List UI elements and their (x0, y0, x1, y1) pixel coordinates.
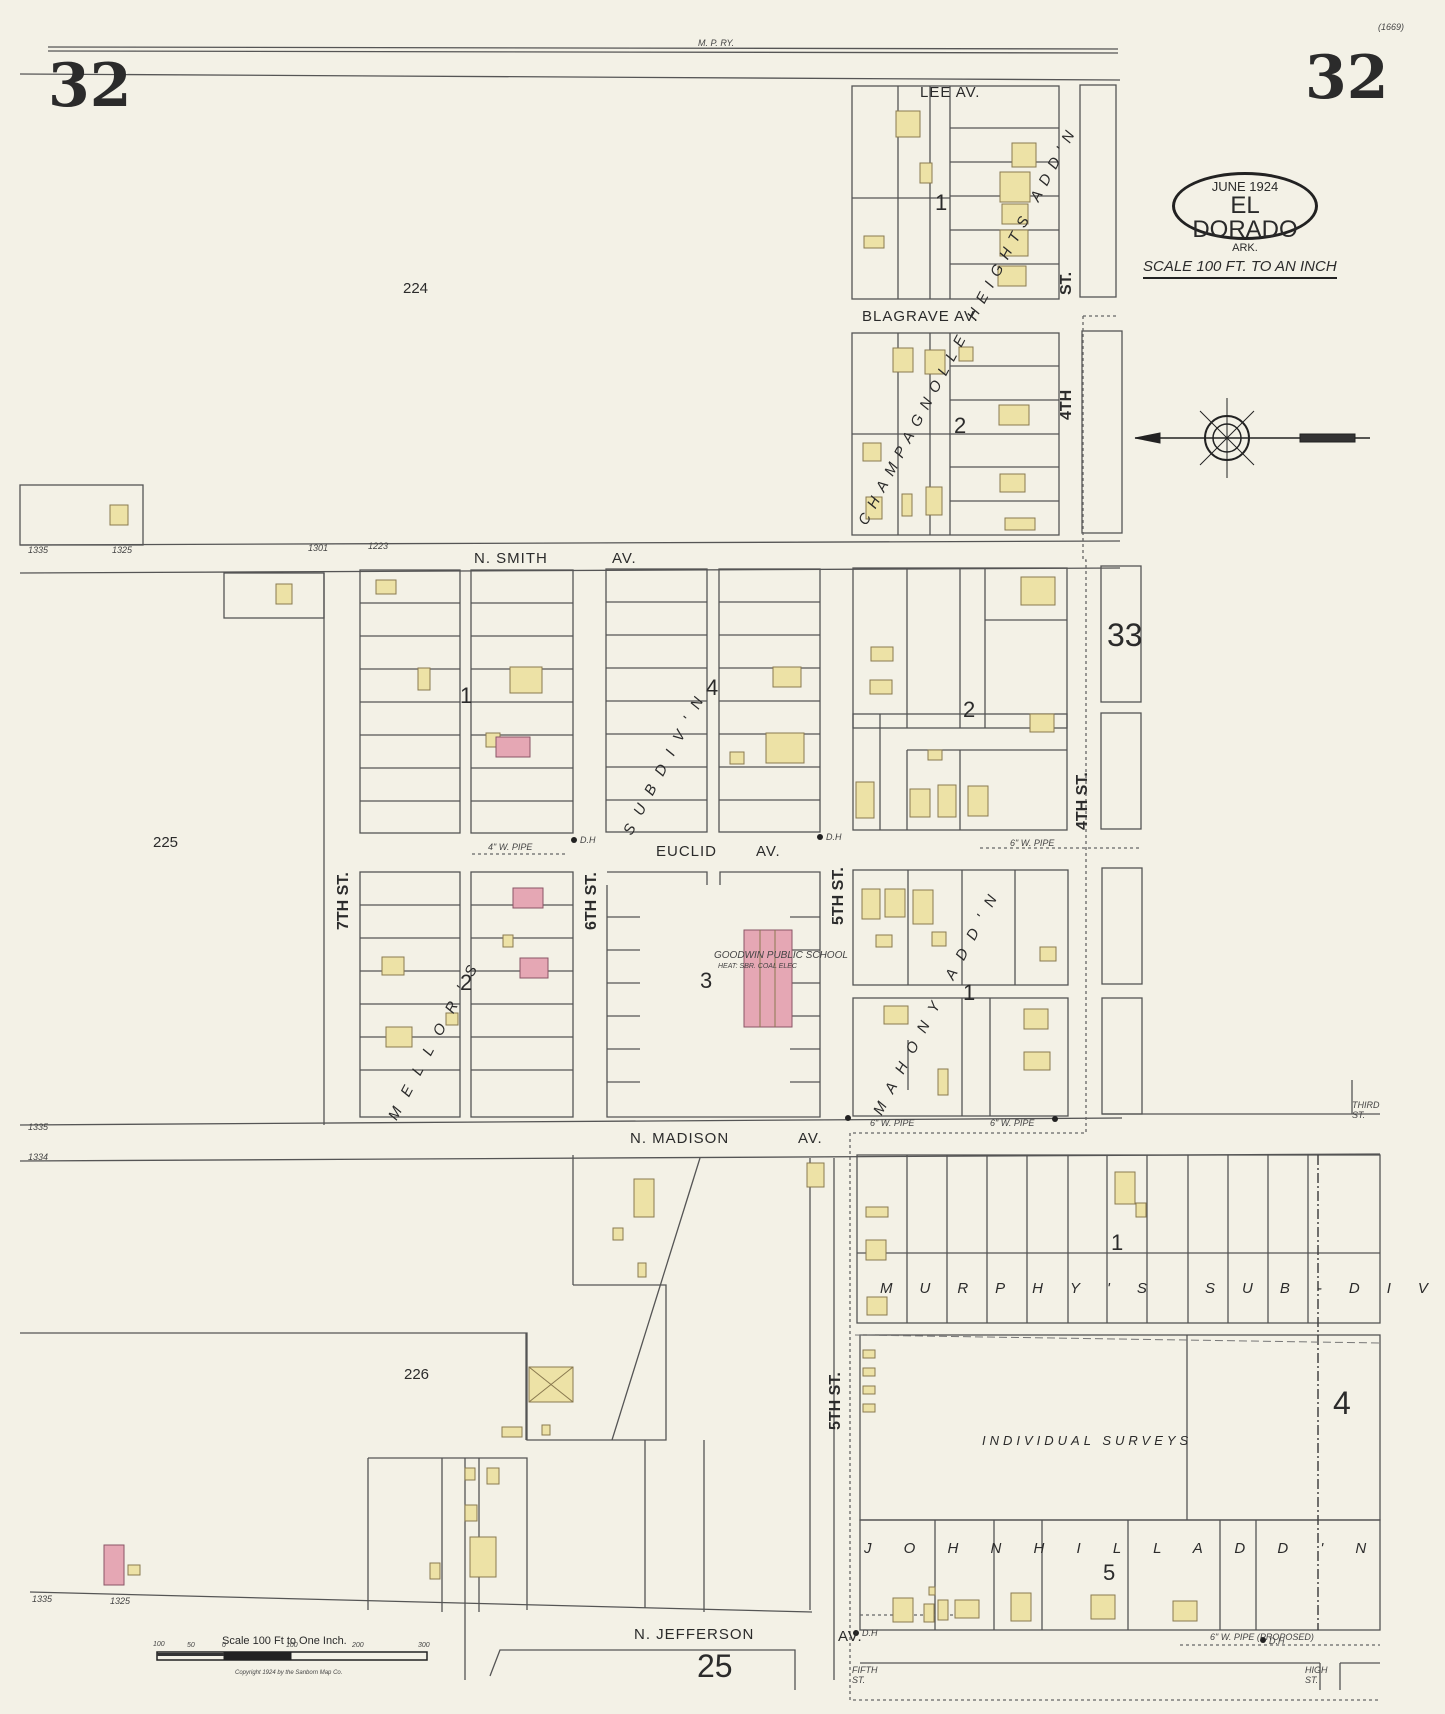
street-n-madison: N. MADISON (630, 1130, 730, 1147)
address: 1335 (32, 1594, 53, 1604)
hydrant-label: D.H (580, 835, 596, 845)
block-number: 5 (1103, 1560, 1116, 1585)
scale-tick: 300 (418, 1642, 430, 1649)
block-number: 1 (963, 980, 976, 1005)
street-5th-st: 5TH ST. (830, 867, 847, 925)
water-pipe-label: 6" W. PIPE (990, 1118, 1035, 1128)
street-blagrave-av: BLAGRAVE AV. (862, 308, 979, 325)
sheet-number-right: 32 (1305, 43, 1389, 113)
block-number: 2 (460, 970, 473, 995)
street-high-st: HIGH ST. (1305, 1665, 1328, 1685)
adjacent-sheet-33: 33 (1107, 617, 1143, 653)
title-cartouche: JUNE 1924 EL DORADO ARK. (1172, 172, 1318, 254)
adjacent-sheet-224: 224 (403, 280, 429, 297)
water-pipe-label: 6" W. PIPE (870, 1118, 915, 1128)
street-n-jefferson: N. JEFFERSON (634, 1626, 755, 1643)
street-4th-upper: 4TH (1058, 389, 1075, 420)
address: 1334 (28, 1152, 49, 1162)
address: 1325 (110, 1596, 131, 1606)
street-4th-st: 4TH ST. (1074, 772, 1091, 830)
street-third-st: THIRD ST. (1352, 1100, 1380, 1120)
railway-label: M. P. RY. (698, 38, 735, 48)
block-number: 1 (460, 683, 473, 708)
street-4th-st-upper: ST. (1058, 271, 1075, 295)
hydrant-label: D.H (862, 1628, 878, 1638)
compass-rose-icon (1134, 398, 1370, 478)
street-n-madison-av: AV. (798, 1130, 823, 1147)
street-fifth-small: FIFTH ST. (852, 1665, 878, 1685)
subdivision-individual-surveys: INDIVIDUAL SURVEYS (982, 1433, 1193, 1448)
state-name: ARK. (1232, 242, 1258, 254)
street-n-smith: N. SMITH (474, 550, 548, 567)
index-reference: (1669) (1378, 22, 1405, 32)
adjacent-sheet-226: 226 (404, 1366, 430, 1383)
street-5th-st-lower: 5TH ST. (827, 1372, 844, 1430)
adjacent-sheet-4: 4 (1333, 1385, 1351, 1421)
street-7th-st: 7TH ST. (335, 872, 352, 930)
subdivision-murphys: MURPHY'S SUB-DIV'N (880, 1280, 1445, 1297)
sheet-number-left: 32 (48, 51, 132, 121)
address: 1301 (308, 543, 329, 553)
block-number: 1 (1111, 1230, 1124, 1255)
address: 1335 (28, 545, 49, 555)
street-n-smith-av: AV. (612, 550, 637, 567)
scale-tick: 100 (286, 1642, 298, 1649)
scale-tick: 50 (187, 1642, 195, 1649)
address: 1335 (28, 1122, 49, 1132)
adjacent-sheet-225: 225 (153, 834, 179, 851)
copyright: Copyright 1924 by the Sanborn Map Co. (235, 1670, 343, 1676)
water-pipe-label: 6" W. PIPE (1010, 838, 1055, 848)
subdivision-john-hill: J O H N H I L L A D D ' N (864, 1540, 1381, 1557)
street-n-jefferson-av: AV. (838, 1628, 863, 1645)
hydrant-label: D.H (826, 832, 842, 842)
scale-tick: 0 (222, 1642, 226, 1649)
scale-title: SCALE 100 FT. TO AN INCH (1143, 258, 1337, 279)
block-number: 3 (700, 968, 713, 993)
block-number: 4 (706, 675, 719, 700)
address: 1223 (368, 541, 389, 551)
map-date: JUNE 1924 (1211, 179, 1279, 194)
street-6th-st: 6TH ST. (583, 872, 600, 930)
block-number: 1 (935, 190, 948, 215)
scale-tick: 100 (153, 1641, 165, 1648)
scale-bar-title: Scale 100 Ft to One Inch. (222, 1635, 347, 1647)
hydrant-label: D.H (1269, 1636, 1285, 1646)
scale-tick: 200 (352, 1642, 364, 1649)
adjacent-sheet-25: 25 (697, 1648, 733, 1684)
city-name: EL DORADO (1192, 192, 1298, 243)
school-label: GOODWIN PUBLIC SCHOOL (714, 950, 848, 961)
water-pipe-label: 6" W. PIPE (PROPOSED) (1210, 1632, 1314, 1642)
street-lee-av: LEE AV. (920, 84, 981, 101)
block-number: 2 (954, 413, 967, 438)
block-number: 2 (963, 697, 976, 722)
school-detail: HEAT: SBR. COAL ELEC (718, 963, 797, 970)
water-pipe-label: 4" W. PIPE (488, 842, 533, 852)
street-euclid-av: AV. (756, 843, 781, 860)
address: 1325 (112, 545, 133, 555)
street-euclid: EUCLID (656, 843, 718, 860)
